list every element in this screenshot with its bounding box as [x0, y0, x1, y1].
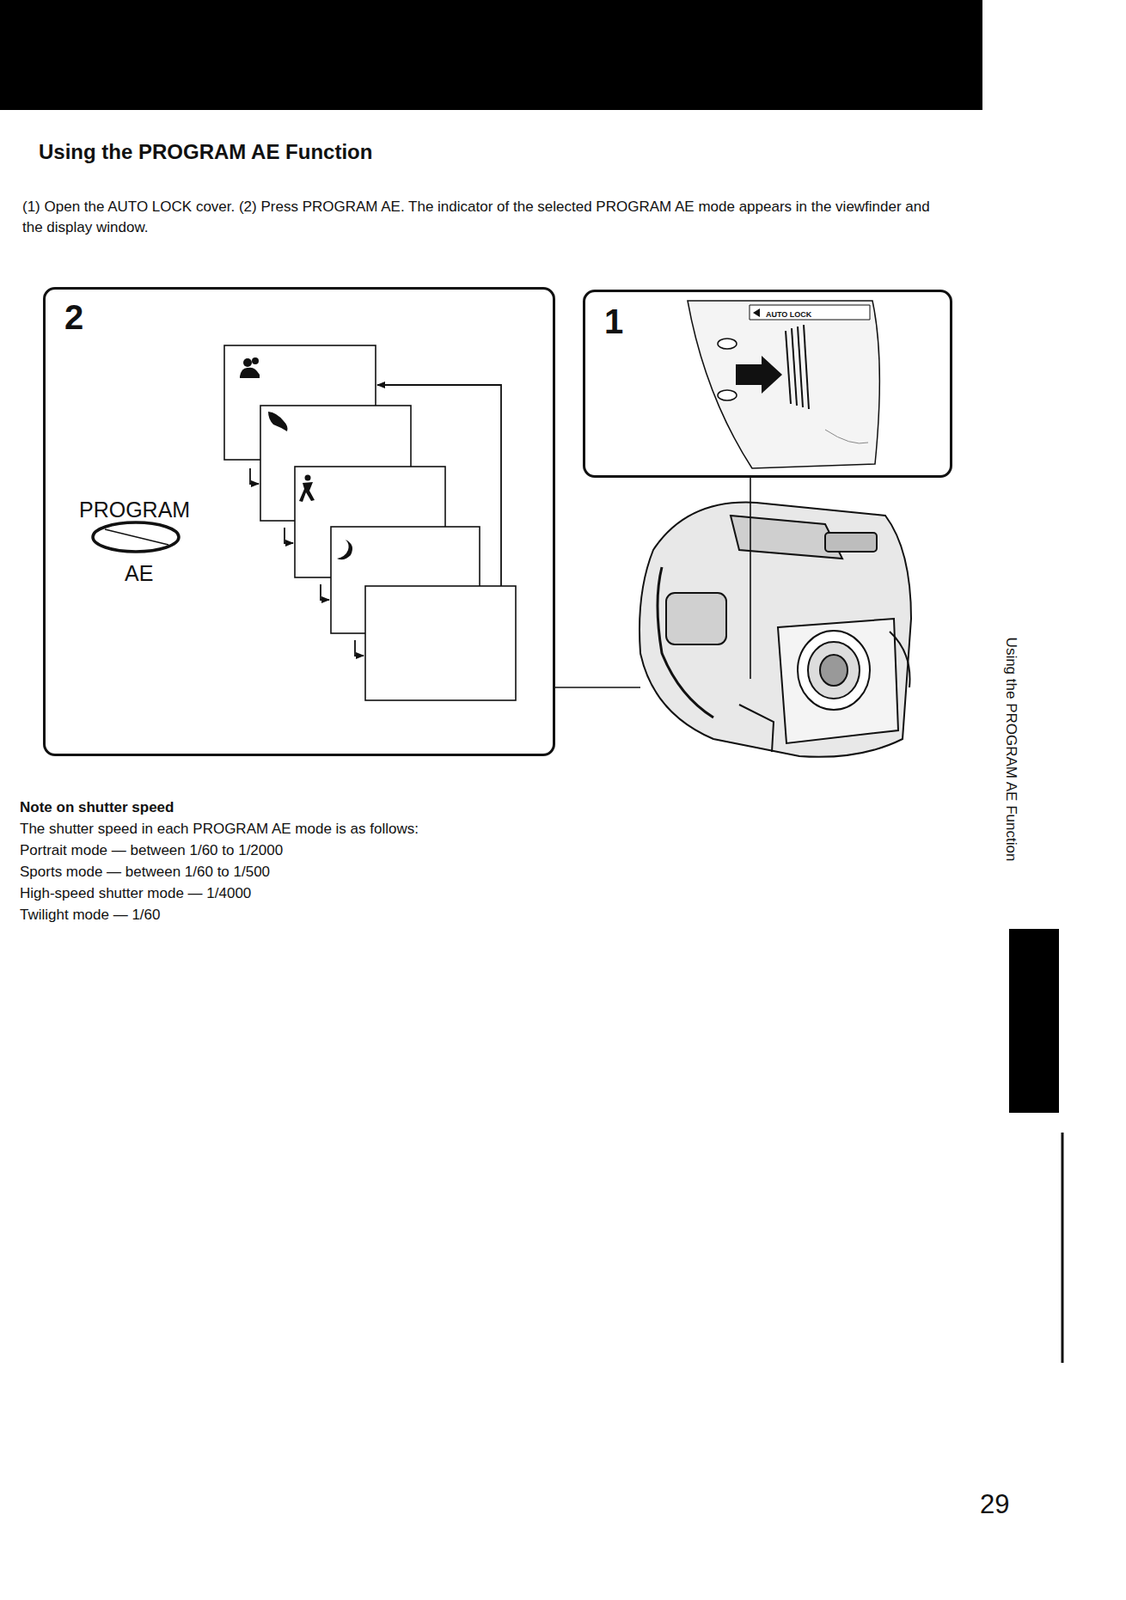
callout-number: 2	[64, 298, 84, 337]
section-side-label: Using the PROGRAM AE Function	[1002, 586, 1020, 913]
button-label: AE	[124, 561, 153, 587]
camcorder	[639, 502, 912, 758]
part-name: AUTO LOCK	[764, 310, 813, 319]
page-title: Using the PROGRAM AE Function	[38, 140, 373, 165]
step-panel: 1 AUTO LOCK	[582, 289, 953, 478]
auto-lock-cover	[687, 300, 880, 469]
note-text: High-speed shutter mode — 1/4000	[19, 885, 251, 903]
note-text: Twilight mode — 1/60	[19, 906, 160, 925]
leader-lines	[555, 477, 751, 688]
step-arrows	[250, 385, 502, 656]
note-heading: Note on shutter speed	[19, 799, 174, 817]
instruction-text: (1) Open the AUTO LOCK cover. (2) Press …	[22, 196, 947, 239]
mode-icons	[239, 357, 353, 560]
section-tab	[1009, 929, 1059, 1114]
button-label: PROGRAM	[79, 497, 190, 523]
step-panel: 2PROGRAM AE	[42, 287, 556, 757]
note-text: The shutter speed in each PROGRAM AE mod…	[19, 820, 419, 839]
program-ae-button	[92, 522, 179, 552]
note-text: Sports mode — between 1/60 to 1/500	[19, 863, 270, 882]
mode-frames	[224, 345, 516, 701]
note-text: Portrait mode — between 1/60 to 1/2000	[19, 842, 283, 860]
header-bar	[0, 0, 983, 111]
side-rule	[1061, 1132, 1065, 1364]
page-number: 29	[979, 1489, 1010, 1521]
callout-number: 1	[604, 302, 624, 342]
